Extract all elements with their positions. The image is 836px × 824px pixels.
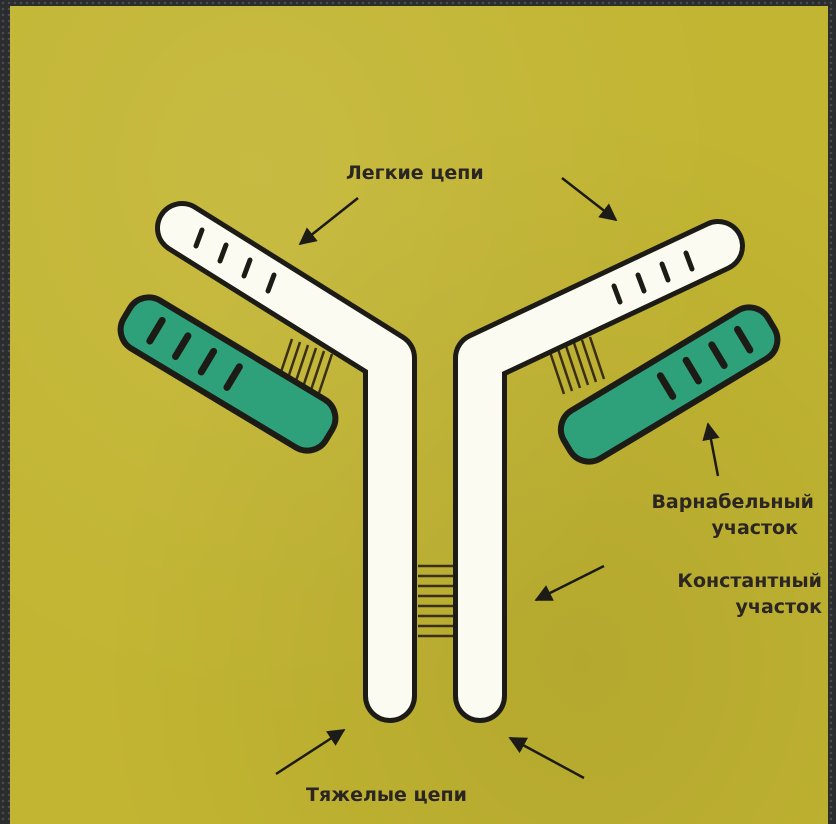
disulfide-bond-hinge [418, 566, 454, 636]
label-variable-region-line2: участок [576, 517, 798, 539]
label-light-chains: Легкие цепи [346, 162, 484, 184]
arrow-variable-region [708, 424, 718, 476]
label-heavy-chains: Тяжелые цепи [306, 784, 467, 806]
label-constant-region-line1: Константный [576, 570, 822, 592]
arrow-heavy-chain-left [276, 730, 344, 774]
arrow-light-chain-left [300, 198, 358, 244]
arrow-heavy-chain-right [510, 738, 584, 778]
heavy-chain-left-fill [182, 228, 390, 696]
label-variable-region-line1: Варнабельный [576, 491, 814, 513]
arrow-light-chain-right [562, 178, 616, 220]
antibody-diagram [10, 6, 828, 824]
antibody-diagram-panel: Легкие цепи Варнабельный участок Констан… [10, 6, 828, 824]
label-constant-region-line2: участок [576, 596, 822, 618]
